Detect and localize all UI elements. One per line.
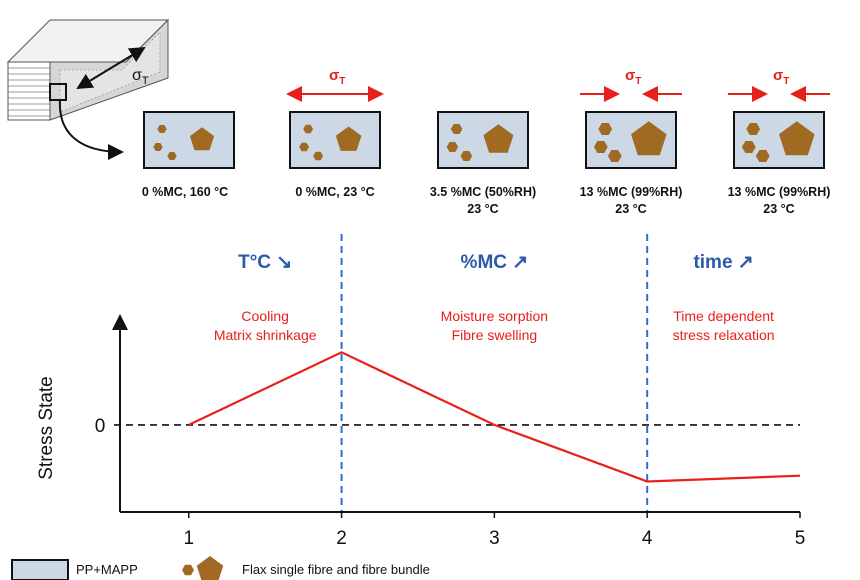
y-tick-label: 0 [95, 416, 106, 437]
fibre-hexagon [167, 152, 177, 160]
y-axis-title: Stress State [36, 376, 57, 480]
state-panel: 0 %MC, 160 °C [142, 111, 235, 199]
state-caption: 13 %MC (99%RH)23 °C [728, 185, 831, 216]
fibre-bundle-pentagon [483, 124, 514, 153]
fibre-hexagon [157, 125, 167, 133]
fibre-hexagon [303, 124, 314, 134]
legend-item: PP+MAPP [11, 559, 138, 580]
legend-label: Flax single fibre and fibre bundle [242, 562, 430, 577]
legend: PP+MAPP Flax single fibre and fibre bundl… [11, 556, 430, 580]
fibre-hexagon [460, 151, 473, 161]
matrix-box [289, 111, 381, 169]
legend-label: PP+MAPP [76, 562, 138, 577]
fibre-hexagon [755, 150, 770, 162]
fibre-hexagon [299, 142, 310, 152]
state-panel: 3.5 %MC (50%RH)23 °C [430, 111, 536, 216]
fibre-bundle-pentagon [335, 126, 362, 151]
pointer-arrow [58, 99, 124, 160]
fibre-hexagon [593, 141, 608, 153]
x-tick-label: 4 [642, 528, 653, 549]
x-tick-label: 1 [183, 528, 194, 549]
micro-states: 0 %MC, 160 °C 0 %MC, 23 °C σT 3.5 %MC (50%R… [142, 67, 831, 216]
legend-bundle-pentagon [196, 556, 224, 580]
residual-stress-arrows: σT [728, 67, 830, 102]
residual-stress-arrows: σT [286, 67, 384, 102]
fibre-bundle-pentagon [631, 121, 667, 156]
phase-heading: T°C ↘ [238, 252, 292, 273]
fibre-hexagon [607, 150, 622, 162]
composite-bar-schematic: σT [6, 18, 170, 160]
state-caption: 3.5 %MC (50%RH)23 °C [430, 185, 536, 216]
fibre-hexagon [153, 143, 163, 151]
sigma-t-label: σT [329, 67, 345, 87]
fibre-bundle-pentagon [189, 127, 215, 151]
matrix-box [437, 111, 529, 169]
schematic-sigma-label: σT [132, 67, 149, 87]
fibre-hexagon [450, 124, 463, 134]
fibre-hexagon [446, 142, 459, 152]
matrix-box [143, 111, 235, 169]
sigma-t-label: σT [773, 67, 789, 87]
phase-heading: %MC ↗ [461, 252, 529, 273]
legend-matrix-swatch [11, 559, 69, 580]
legend-fibre-hexagon [182, 564, 194, 576]
x-tick-label: 5 [795, 528, 806, 549]
stress-chart: 0 1 2 3 4 5 Stress State [36, 234, 805, 549]
stress-curve [188, 351, 801, 483]
residual-stress-arrows: σT [580, 67, 682, 102]
state-caption: 13 %MC (99%RH)23 °C [580, 185, 683, 216]
state-panel: 13 %MC (99%RH)23 °C σT [580, 67, 683, 216]
state-panel: 0 %MC, 23 °C σT [286, 67, 384, 199]
fibre-hexagon [313, 151, 324, 161]
x-tick-label: 2 [336, 528, 347, 549]
fibre-hexagon [598, 123, 613, 135]
phase-heading: time ↗ [693, 252, 753, 273]
fibre-bundle-pentagon [779, 121, 815, 156]
fibre-hexagon [741, 141, 756, 153]
state-panel: 13 %MC (99%RH)23 °C σT [728, 67, 831, 216]
sigma-t-label: σT [625, 67, 641, 87]
legend-item: Flax single fibre and fibre bundle [182, 556, 430, 580]
state-caption: 0 %MC, 23 °C [295, 185, 374, 199]
x-tick-label: 3 [489, 528, 500, 549]
fibre-hexagon [746, 123, 761, 135]
state-caption: 0 %MC, 160 °C [142, 185, 228, 199]
